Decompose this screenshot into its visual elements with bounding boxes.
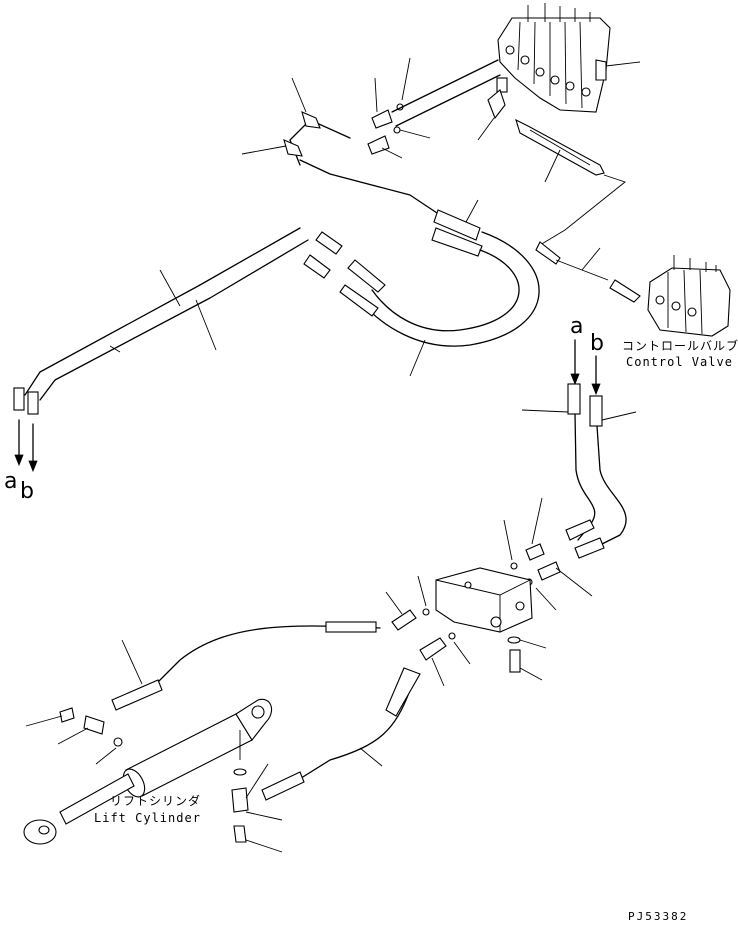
right-hoses bbox=[503, 383, 637, 611]
port-label-a-left: a bbox=[4, 469, 17, 494]
control-valve-label-jp: コントロールバルブ bbox=[622, 338, 738, 353]
control-valve-top bbox=[497, 3, 641, 113]
cylinder-hoses bbox=[111, 621, 421, 801]
control-valve-right bbox=[647, 255, 731, 337]
flow-divider-block bbox=[385, 567, 547, 687]
top-fittings bbox=[367, 57, 626, 246]
upper-hoses bbox=[241, 59, 501, 257]
lift-cylinder-label-en: Lift Cylinder bbox=[94, 811, 201, 825]
u-hose-loop bbox=[339, 231, 641, 377]
lift-cylinder bbox=[23, 698, 283, 853]
lift-cylinder-label-jp: リフトシリンダ bbox=[110, 793, 201, 808]
drawing-code: PJ53382 bbox=[628, 910, 688, 923]
port-label-b-right: b bbox=[590, 331, 604, 356]
control-valve-label-en: Control Valve bbox=[626, 355, 733, 369]
port-label-b-left: b bbox=[20, 479, 34, 504]
steel-pipes bbox=[13, 227, 343, 473]
port-label-a-right: a bbox=[570, 314, 583, 339]
